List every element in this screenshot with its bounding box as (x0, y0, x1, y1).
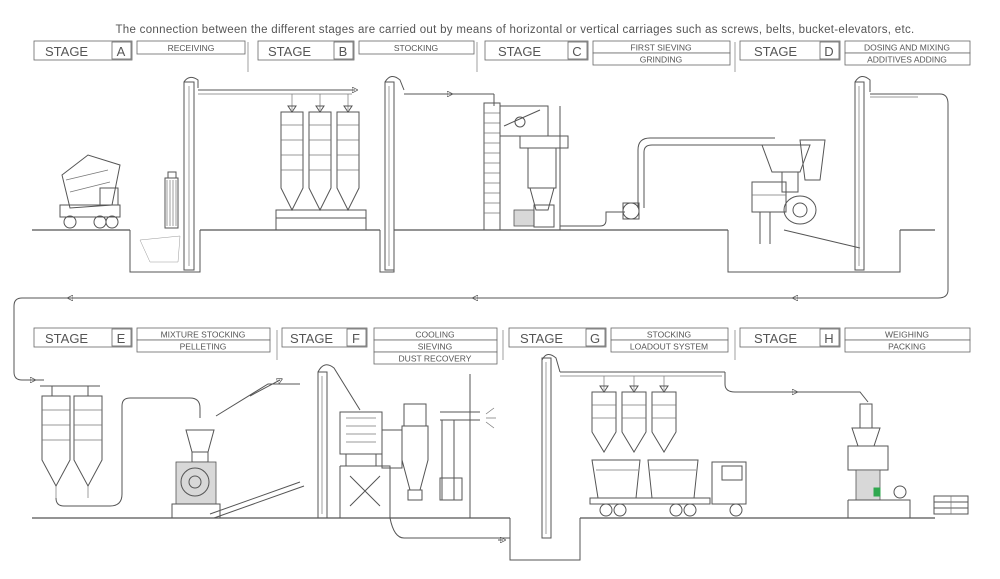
pellet-mill-icon (171, 429, 305, 519)
stage-word: STAGE (754, 44, 797, 59)
stage-desc: GRINDING (640, 55, 683, 65)
stage-word: STAGE (754, 331, 797, 346)
diagram-caption: The connection between the different sta… (115, 24, 914, 36)
stage-header-d: STAGE D DOSING AND MIXING ADDITIVES ADDI… (739, 40, 971, 66)
stage-letter: F (352, 331, 360, 346)
stage-header-c: STAGE C FIRST SIEVING GRINDING (484, 40, 731, 66)
silos-e-icon (40, 385, 201, 507)
bucket-elevator-f-icon (317, 364, 361, 519)
tipper-truck-icon (59, 154, 121, 229)
stage-header-f: STAGE F COOLING SIEVING DUST RECOVERY (281, 327, 498, 365)
stage-header-g: STAGE G STOCKING LOADOUT SYSTEM (508, 327, 729, 353)
stage-word: STAGE (290, 331, 333, 346)
receiving-hopper-icon (139, 171, 181, 263)
stage-desc: PELLETING (180, 342, 227, 352)
stage-word: STAGE (498, 44, 541, 59)
cooler-f-icon (339, 411, 403, 518)
cyclone-f-icon (401, 403, 496, 501)
stage-word: STAGE (45, 44, 88, 59)
stage-desc: FIRST SIEVING (630, 43, 691, 53)
stage-desc: ADDITIVES ADDING (867, 55, 947, 65)
stage-desc: COOLING (415, 330, 454, 340)
stage-letter: E (117, 331, 126, 346)
stage-desc: MIXTURE STOCKING (161, 330, 246, 340)
pneumatic-transport-icon (560, 137, 775, 227)
stage-header-b: STAGE B STOCKING (257, 40, 475, 61)
stage-letter: H (824, 331, 833, 346)
stage-desc: DOSING AND MIXING (864, 43, 950, 53)
pallet-stack-icon (933, 495, 969, 515)
stage-letter: G (590, 331, 600, 346)
stage-desc: STOCKING (647, 330, 691, 340)
mixer-d-icon (751, 139, 861, 249)
stage-word: STAGE (520, 331, 563, 346)
bucket-elevator-g-icon (541, 354, 561, 539)
bagging-machine-icon (847, 403, 911, 518)
stage-letter: C (572, 44, 581, 59)
stage-header-h: STAGE H WEIGHING PACKING (739, 327, 971, 353)
bucket-elevator-b-icon (384, 76, 405, 271)
ground-row-2 (32, 517, 935, 561)
stage-desc: SIEVING (418, 342, 452, 352)
bulk-truck-icon (589, 459, 747, 517)
silos-b-icon (275, 94, 367, 231)
stage-desc: LOADOUT SYSTEM (630, 342, 708, 352)
stage-letter: A (117, 44, 126, 59)
ground-row-1 (32, 229, 935, 273)
stage-header-a: STAGE A RECEIVING (33, 40, 246, 61)
bucket-elevator-d-icon (854, 76, 871, 271)
stage-desc: RECEIVING (168, 43, 215, 53)
stage-header-e: STAGE E MIXTURE STOCKING PELLETING (33, 327, 271, 353)
silos-g-icon (591, 376, 677, 453)
stage-desc: DUST RECOVERY (399, 354, 472, 364)
stage-desc: WEIGHING (885, 330, 929, 340)
stage-word: STAGE (268, 44, 311, 59)
stage-letter: D (824, 44, 833, 59)
sieve-grinder-c-icon (483, 102, 569, 231)
stage-desc: PACKING (888, 342, 926, 352)
stage-word: STAGE (45, 331, 88, 346)
bucket-elevator-a-icon (183, 76, 199, 271)
stage-desc: STOCKING (394, 43, 438, 53)
stage-letter: B (339, 44, 348, 59)
